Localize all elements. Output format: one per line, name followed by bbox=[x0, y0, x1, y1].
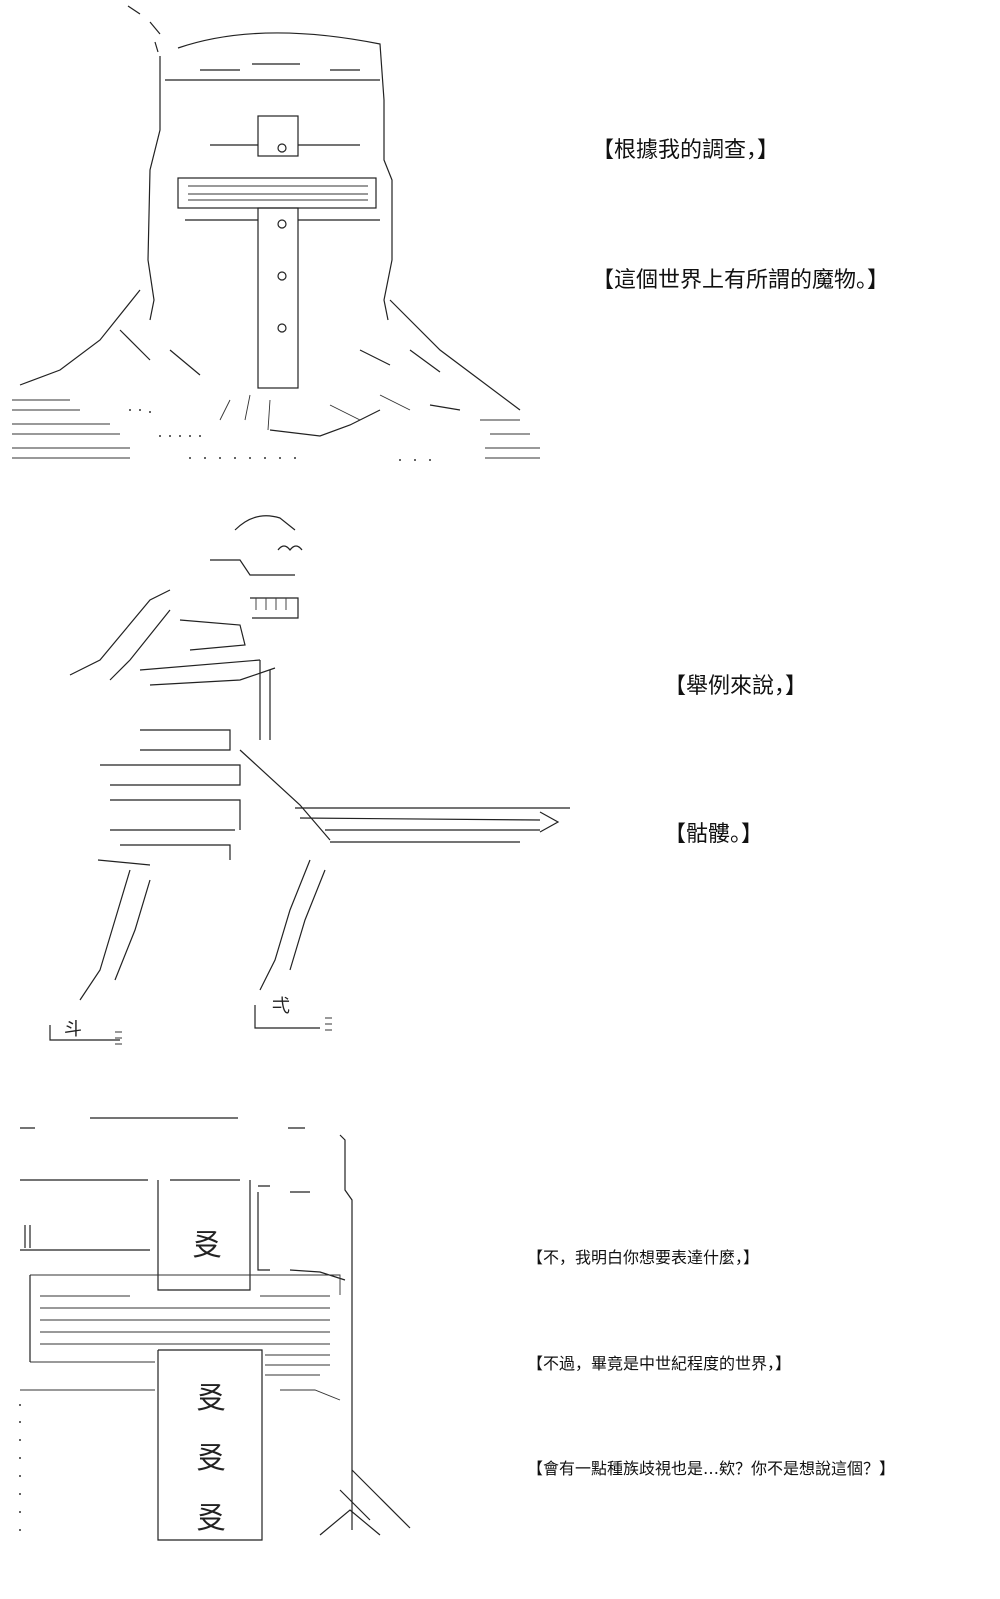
caption-monsters-exist: 【這個世界上有所謂的魔物。】 bbox=[592, 268, 890, 293]
boot-left-glyph: 斗 bbox=[64, 1019, 82, 1040]
knight-helmet-art bbox=[0, 0, 560, 480]
caption-medieval-world: 【不過，畢竟是中世紀程度的世界，】 bbox=[527, 1354, 792, 1373]
window-glyph-upper: 㕛 bbox=[192, 1228, 222, 1263]
window-glyph-3: 㕛 bbox=[196, 1501, 226, 1536]
caption-skeleton: 【骷髏。】 bbox=[664, 822, 764, 847]
caption-for-example: 【舉例來說，】 bbox=[664, 674, 808, 699]
caption-discrimination: 【會有一點種族歧視也是…欸？你不是想說這個？】 bbox=[527, 1459, 896, 1478]
caption-i-understand: 【不，我明白你想要表達什麼，】 bbox=[527, 1248, 760, 1267]
boot-right-glyph: 弌 bbox=[272, 996, 290, 1017]
caption-investigation: 【根據我的調查，】 bbox=[592, 138, 780, 163]
skeleton-art: 斗 弌 bbox=[40, 500, 600, 1080]
window-glyph-2: 㕛 bbox=[196, 1441, 226, 1476]
window-glyph-1: 㕛 bbox=[196, 1381, 226, 1416]
tower-art: 㕛 㕛 㕛 㕛 bbox=[0, 1100, 440, 1560]
